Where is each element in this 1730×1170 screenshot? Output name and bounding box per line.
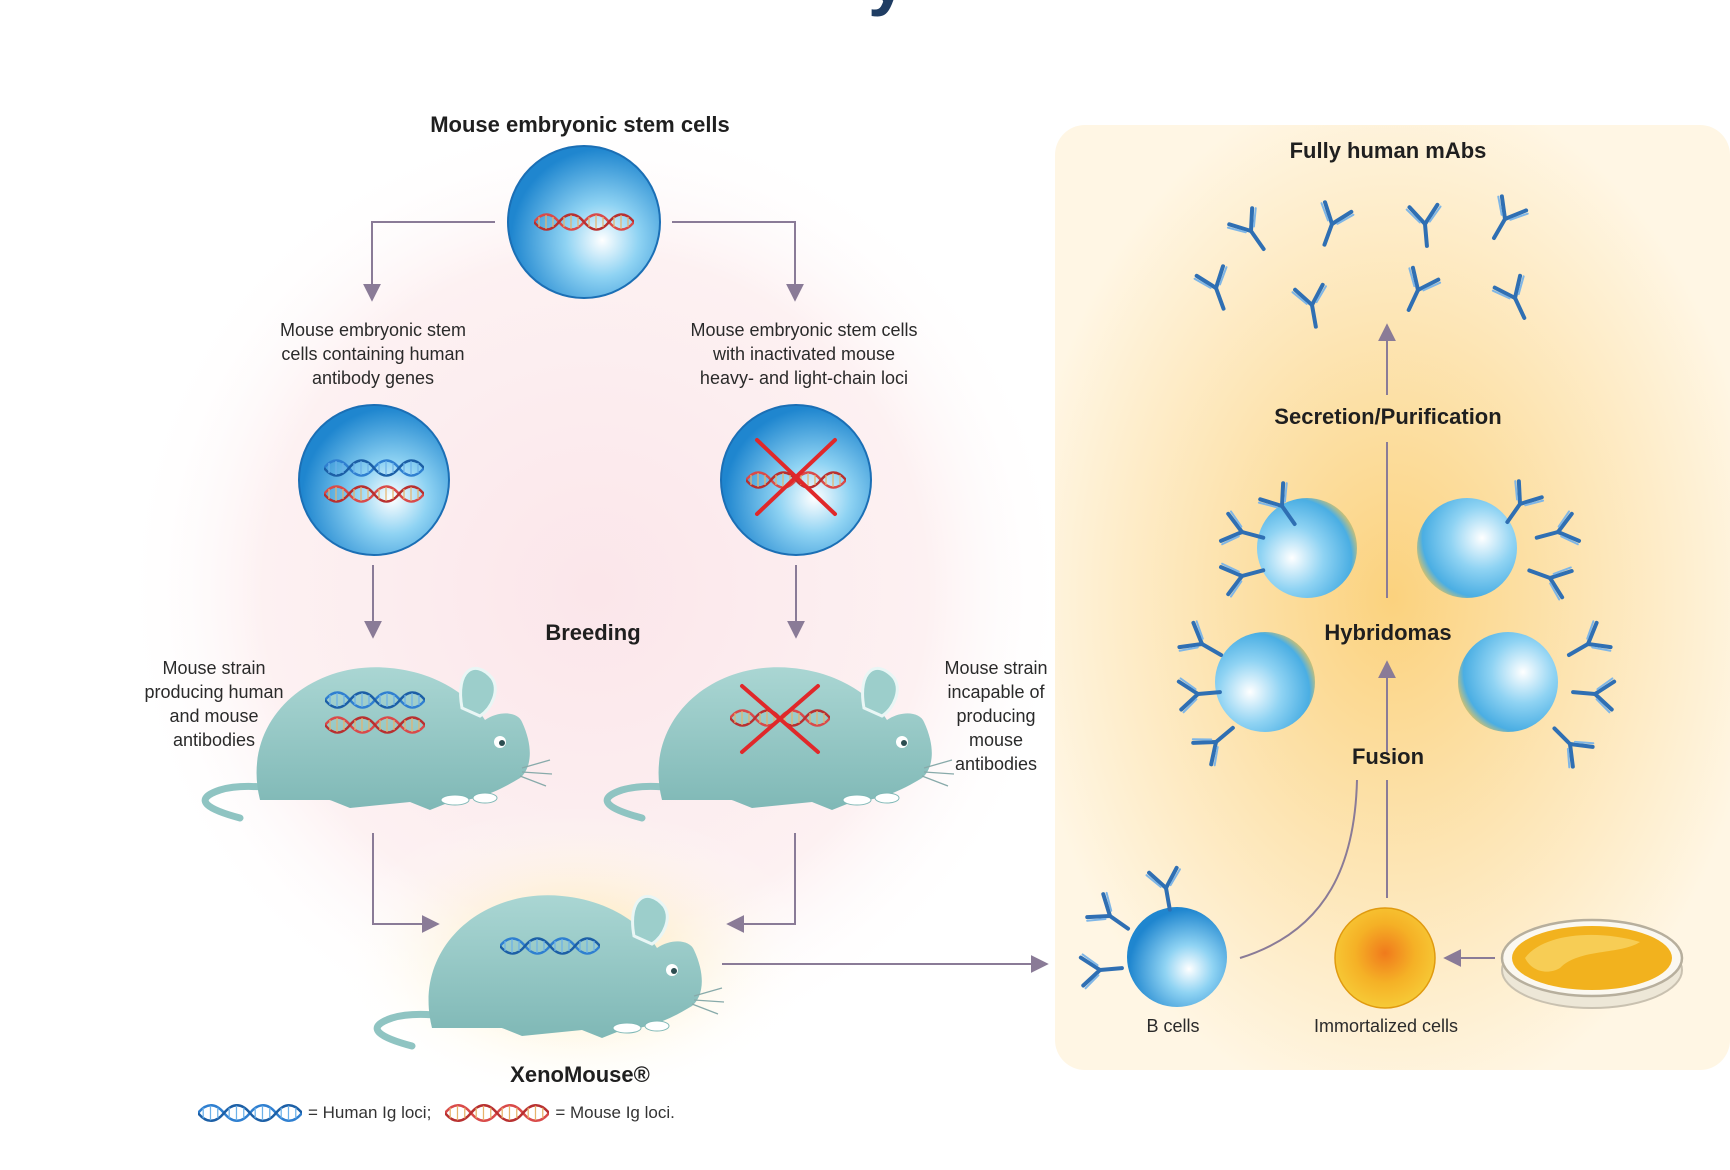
cross-icon [755,438,837,516]
arrow-bcell-fusion-curve [1239,779,1358,959]
arrow-stem-to-left [363,221,495,302]
immortalized-cell [1334,907,1436,1009]
label-strain-human-mouse: Mouse strain producing human and mouse a… [144,658,284,750]
label-secretion: Secretion/Purification [1274,404,1502,429]
label-b-cells: B cells [1146,1016,1200,1036]
label-stem-cells: Mouse embryonic stem cells [430,112,730,137]
stem-cell [507,145,661,299]
label-fusion: Fusion [1351,744,1425,769]
label-hybridomas: Hybridomas [1324,620,1452,645]
petri-dish-icon [1500,918,1684,1009]
dna-helix-icon [445,1103,550,1123]
label-inactivated-cells: Mouse embryonic stem cells with inactiva… [690,320,918,388]
arrow-left-mouse-to-xeno [372,833,440,933]
arrow-right-mouse-to-xeno [726,833,796,933]
hybridoma-cell [1218,479,1357,600]
mouse-incapable [607,667,954,818]
hybridoma-cell [1417,477,1582,603]
legend: = Human Ig loci; = Mouse Ig loci. [198,1098,689,1128]
label-strain-incapable: Mouse strain incapable of producing mous… [944,658,1048,774]
hybridoma-cell [1458,618,1617,768]
dna-helix-icon [198,1103,302,1123]
cell-human-genes [298,404,450,556]
legend-human: = Human Ig loci; [308,1103,432,1122]
cross-icon [740,684,820,754]
hybridoma-cells [1175,477,1617,769]
label-fully-human-mabs: Fully human mAbs [1289,138,1487,163]
label-human-genes-cells: Mouse embryonic stem cells containing hu… [279,320,467,388]
legend-mouse: = Mouse Ig loci. [555,1103,675,1122]
label-breeding: Breeding [545,620,641,645]
arrow-stem-to-right [672,221,804,302]
b-cell [1078,865,1227,1007]
hybridoma-cell [1175,618,1315,769]
cell-inactivated [720,404,872,556]
orange-panel [1055,125,1730,1070]
title-fragment: y [868,0,907,17]
flow-arrows [363,221,1495,973]
label-xenomouse: XenoMouse® [510,1062,650,1087]
label-immortalized-cells: Immortalized cells [1313,1016,1459,1036]
